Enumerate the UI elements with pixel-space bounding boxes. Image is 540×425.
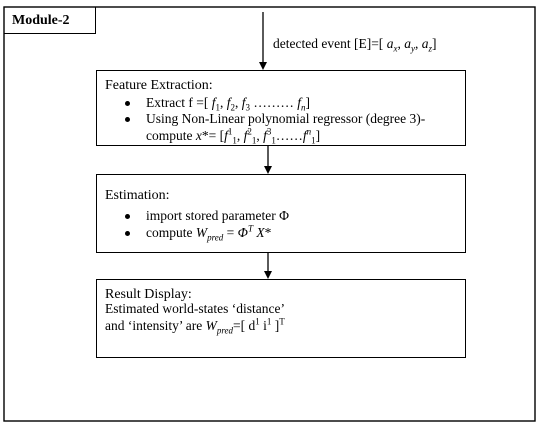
module-title: Module-2	[4, 7, 96, 34]
w-eq: =	[223, 225, 238, 240]
extract-dots: ………	[250, 95, 298, 110]
x-symbol: x	[195, 128, 202, 143]
f-sub-3: 3	[245, 102, 251, 113]
feature-bullet-regressor-line2: compute x*= [f11, f21, f31……fn1]	[146, 126, 321, 146]
f-sup-1: 1	[227, 126, 233, 137]
input-ay: a	[404, 36, 411, 51]
arrow-estimation-to-result-head	[264, 271, 272, 279]
estimation-bullet-import: import stored parameter Φ	[146, 208, 289, 223]
result-line-2: and ‘intensity’ are Wpred=[ d1 i1 ]T	[105, 316, 285, 336]
x-eq: *= [	[201, 128, 225, 143]
input-ay-sub: y	[410, 43, 415, 54]
extract-suffix: ]	[305, 95, 311, 110]
result-display-title: Result Display:	[105, 287, 192, 302]
result-display-box: Result Display: Estimated world-states ‘…	[96, 279, 466, 358]
f-sub-1: 1	[271, 135, 276, 146]
f-symbol: f	[243, 128, 248, 143]
estimation-box: Estimation: import stored parameter Φ co…	[96, 174, 466, 253]
f-sub-1: 1	[232, 135, 237, 146]
feature-bullet-extract: Extract f =[ f1, f2, f3 ……… fn]	[146, 95, 311, 113]
feature-extraction-box: Feature Extraction: Extract f =[ f1, f2,…	[96, 70, 466, 146]
input-label-prefix: detected event [E]=[	[273, 36, 387, 51]
estimation-bullet-compute: compute Wpred = ΦT X*	[146, 223, 272, 243]
input-az-sub: z	[428, 43, 432, 54]
f-symbol: f	[224, 128, 228, 143]
w-sub-pred: pred	[207, 232, 224, 243]
input-sep-1: ,	[397, 36, 405, 51]
f-sub-1: 1	[311, 135, 316, 146]
bullet-dot	[125, 101, 130, 106]
result-transpose: T	[279, 316, 285, 327]
f-symbol: f	[302, 128, 307, 143]
outer-frame	[3, 6, 536, 422]
w-sub-pred: pred	[216, 325, 234, 336]
feature-extraction-title: Feature Extraction:	[105, 78, 213, 93]
bullet-dot	[125, 214, 130, 219]
f-symbol: f	[211, 95, 216, 110]
f-sup-n: n	[306, 126, 312, 137]
feature-bullet-regressor-line1: Using Non-Linear polynomial regressor (d…	[146, 111, 426, 126]
phi-symbol: Φ	[237, 225, 248, 240]
f-sub-n: n	[301, 102, 306, 113]
w-symbol: W	[205, 318, 217, 333]
input-label-suffix: ]	[431, 36, 437, 51]
compute-prefix: compute	[146, 128, 196, 143]
f-sup-2: 2	[247, 126, 252, 137]
result-i: i	[259, 318, 267, 333]
result-line2-prefix: and ‘intensity’ are	[105, 318, 206, 333]
d-sup: 1	[255, 316, 260, 327]
i-sup: 1	[266, 316, 272, 327]
input-ax-sub: x	[393, 43, 398, 54]
input-az: a	[421, 36, 429, 51]
bullet-dot	[125, 117, 130, 122]
input-event-label: detected event [E]=[ ax, ay, az]	[273, 36, 437, 54]
arrow-feature-to-estimation-head	[264, 166, 272, 174]
f-sup-3: 3	[266, 126, 272, 137]
x-star: *	[264, 225, 272, 240]
input-ax: a	[386, 36, 394, 51]
input-sep-2: ,	[414, 36, 422, 51]
compute-suffix: ]	[315, 128, 321, 143]
compute-dots: ……	[275, 128, 303, 143]
f-symbol: f	[297, 95, 302, 110]
x-symbol: X	[252, 225, 265, 240]
result-close: ]	[271, 318, 280, 333]
f-symbol: f	[263, 128, 267, 143]
f-sub-2: 2	[230, 102, 236, 113]
w-symbol: W	[195, 225, 208, 240]
f-symbol: f	[226, 95, 231, 110]
compute-prefix: compute	[146, 225, 196, 240]
f-symbol: f	[241, 95, 246, 110]
extract-prefix: Extract f =[	[146, 95, 212, 110]
f-sub-1: 1	[215, 102, 220, 113]
phi-transpose: T	[247, 223, 253, 234]
input-arrow-head	[259, 62, 267, 70]
result-line-1: Estimated world-states ‘distance’	[105, 301, 285, 316]
estimation-title: Estimation:	[105, 188, 170, 203]
bullet-dot	[125, 231, 130, 236]
f-sub-1: 1	[251, 135, 257, 146]
result-eq-d: =[ d	[233, 318, 256, 333]
